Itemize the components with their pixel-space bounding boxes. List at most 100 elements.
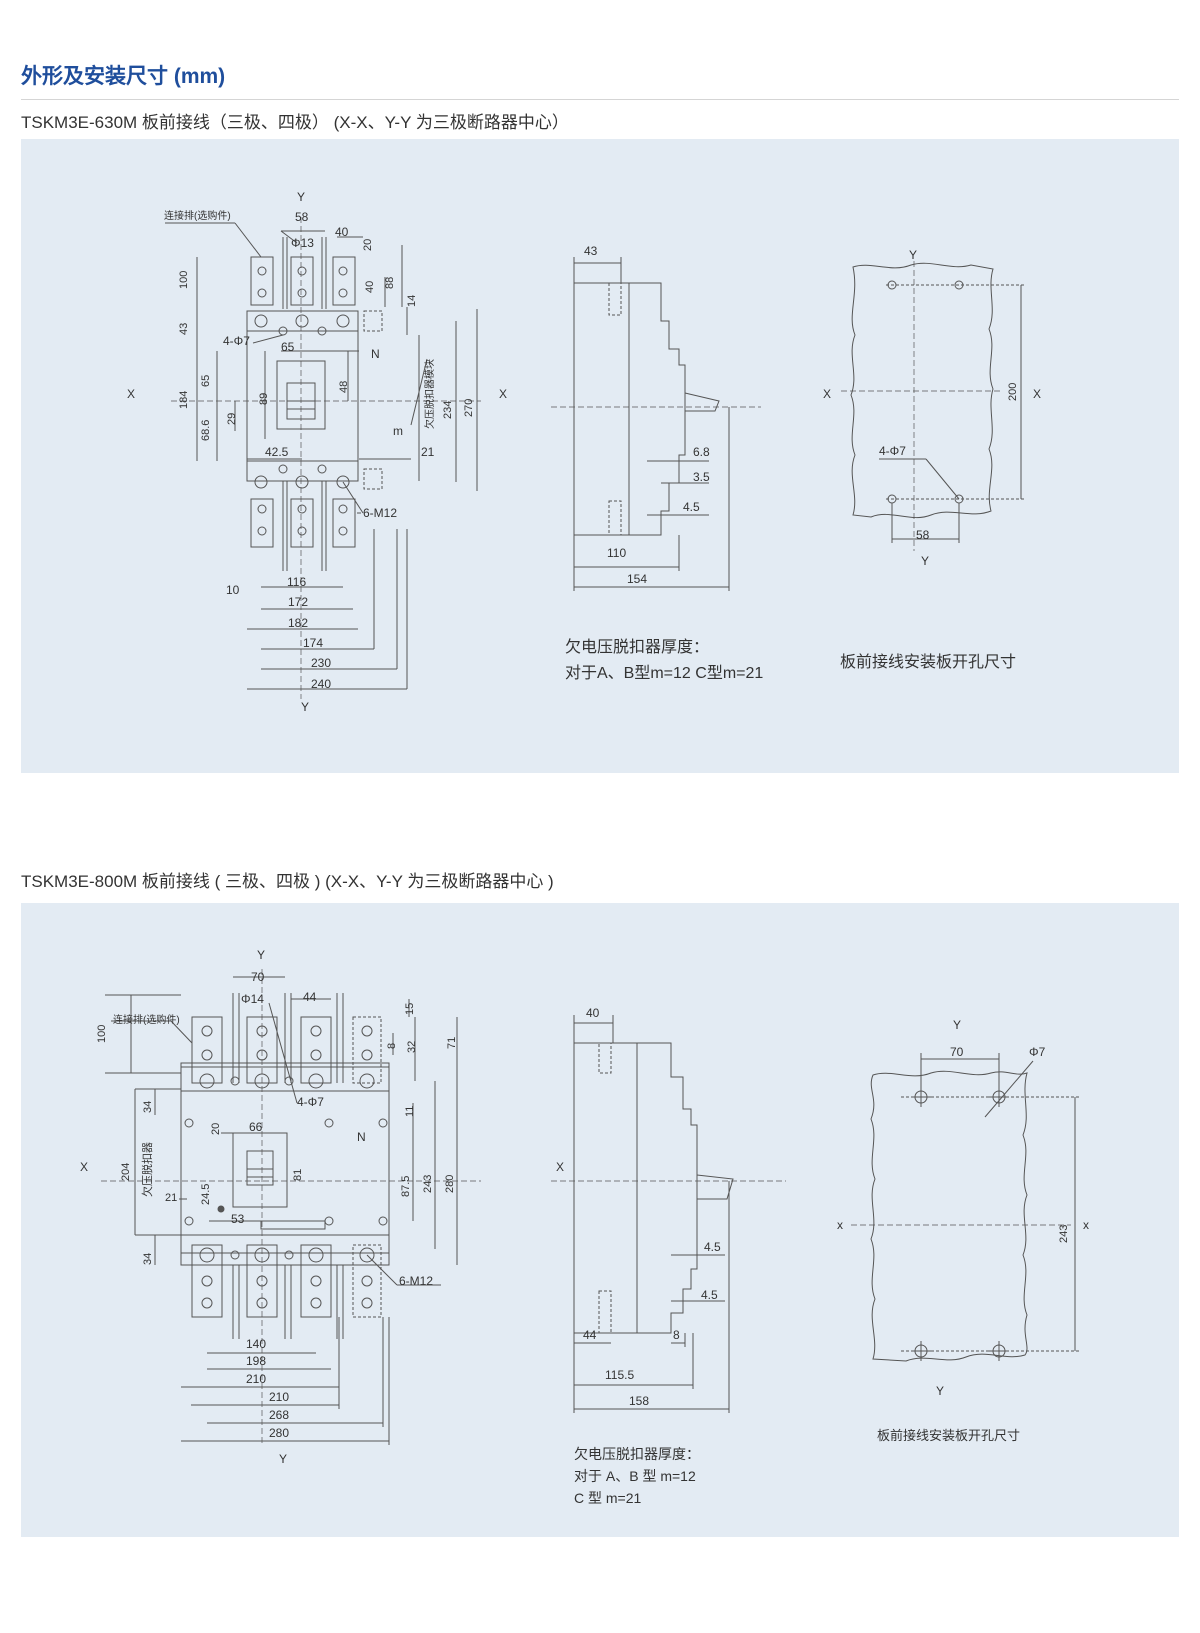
uv-label-800: 欠压脱扣器 xyxy=(140,1142,154,1197)
drawing-630: Y Y X X 连接排(选购件) N m 4-Φ7 6-M12 Φ13 58 4… xyxy=(127,190,1041,714)
handle-window-800 xyxy=(232,1132,288,1208)
screws-6-m12-label-800: 6-M12 xyxy=(399,1274,433,1288)
dim-100-800: 100 xyxy=(96,1025,108,1043)
dim-44: 44 xyxy=(303,990,317,1004)
holes-4-phi7-label-800: 4-Φ7 xyxy=(297,1095,324,1109)
dim-240: 240 xyxy=(311,677,331,691)
mount-axis-x-right-800: x xyxy=(1083,1218,1089,1232)
dim-32: 32 xyxy=(406,1041,418,1053)
dim-116: 116 xyxy=(287,575,306,589)
dim-174: 174 xyxy=(303,636,323,650)
side-dim-40: 40 xyxy=(586,1006,600,1020)
holes-4-phi7-label: 4-Φ7 xyxy=(223,334,250,348)
section-630-title: TSKM3E-630M 板前接线（三极、四极） (X-X、Y-Y 为三极断路器中… xyxy=(21,113,569,132)
dim-71: 71 xyxy=(446,1037,458,1049)
dim-268: 268 xyxy=(269,1408,289,1422)
mount-axis-y-bottom-800: Y xyxy=(936,1384,944,1398)
dim-34-bottom: 34 xyxy=(142,1253,154,1265)
page-title: 外形及安装尺寸 (mm) xyxy=(21,65,226,88)
dim-15: 15 xyxy=(404,1003,416,1015)
dim-42-5: 42.5 xyxy=(265,445,289,459)
dim-210-b: 210 xyxy=(269,1390,289,1404)
dim-66: 66 xyxy=(249,1120,263,1134)
dim-40-top: 40 xyxy=(335,225,349,239)
neutral-label: N xyxy=(371,347,380,361)
side-dim-4-5-a: 4.5 xyxy=(704,1240,721,1254)
mount-plate-outline-800 xyxy=(870,1070,1028,1362)
dim-280-vertical: 280 xyxy=(444,1175,456,1193)
screws-6-m12-label: 6-M12 xyxy=(363,506,397,520)
side-dim-4-5: 4.5 xyxy=(683,500,700,514)
mount-axis-y-top: Y xyxy=(909,248,917,262)
side-dim-44: 44 xyxy=(583,1328,597,1342)
dim-29: 29 xyxy=(226,413,238,425)
axis-x-left-label-800: X xyxy=(80,1160,88,1174)
drawing-panel-800: Y Y X X 连接排(选购件) N Φ14 4-Φ7 6-M12 70 44 … xyxy=(21,903,1179,1537)
side-dim-43: 43 xyxy=(584,244,598,258)
breaker-body-front-800 xyxy=(180,1066,390,1254)
note-line-1-800: 欠电压脱扣器厚度： xyxy=(574,1446,700,1462)
mount-dim-58: 58 xyxy=(916,528,930,542)
dim-140: 140 xyxy=(246,1337,266,1351)
dim-53: 53 xyxy=(231,1212,245,1226)
mount-axis-x-left: X xyxy=(823,387,831,401)
dim-20: 20 xyxy=(362,239,374,251)
neutral-label-800: N xyxy=(357,1130,366,1144)
dim-243-front: 243 xyxy=(422,1175,434,1193)
axis-y-bottom-label: Y xyxy=(301,700,309,714)
mount-dim-243: 243 xyxy=(1058,1225,1070,1243)
dim-184: 184 xyxy=(178,391,190,409)
busbar-label: 连接排(选购件) xyxy=(164,209,231,222)
side-dim-158: 158 xyxy=(629,1394,649,1408)
dim-65-vertical: 65 xyxy=(200,375,212,387)
dim-65-horizontal: 65 xyxy=(281,340,295,354)
dim-172: 172 xyxy=(288,595,308,609)
dim-21: 21 xyxy=(421,445,435,459)
side-dim-154: 154 xyxy=(627,572,647,586)
dim-70: 70 xyxy=(251,970,265,984)
side-dim-6-8: 6.8 xyxy=(693,445,710,459)
title-divider xyxy=(21,99,1179,100)
dim-88: 88 xyxy=(384,277,396,289)
mount-plate-outline xyxy=(850,262,994,519)
phi13-label: Φ13 xyxy=(291,236,314,250)
dim-234: 234 xyxy=(442,401,454,419)
dim-24-5: 24.5 xyxy=(200,1184,212,1205)
axis-y-top-label-800: Y xyxy=(257,948,265,962)
dim-8-800: 8 xyxy=(386,1043,398,1049)
dim-43: 43 xyxy=(178,323,190,335)
mount-axis-y-bottom: Y xyxy=(921,554,929,568)
phi14-label: Φ14 xyxy=(241,992,264,1006)
dim-11: 11 xyxy=(404,1106,416,1117)
side-dim-4-5-b: 4.5 xyxy=(701,1288,718,1302)
side-body-main-800 xyxy=(573,1042,638,1334)
note-line-1: 欠电压脱扣器厚度： xyxy=(565,639,710,656)
note-line-2-800: 对于 A、B 型 m=12 xyxy=(574,1468,696,1484)
side-dim-115-5: 115.5 xyxy=(605,1368,634,1382)
side-body-main xyxy=(573,282,630,536)
mount-axis-x-right: X xyxy=(1033,387,1041,401)
dim-21-800: 21 xyxy=(165,1192,177,1204)
m-label: m xyxy=(393,424,403,438)
dim-10: 10 xyxy=(226,583,240,597)
dim-81: 81 xyxy=(292,1169,304,1181)
uv-thickness-note-800: 欠电压脱扣器厚度： 对于 A、B 型 m=12 C 型 m=21 xyxy=(574,1443,700,1509)
drawing-panel-630: Y Y X X 连接排(选购件) N m 4-Φ7 6-M12 Φ13 58 4… xyxy=(21,139,1179,773)
dim-230: 230 xyxy=(311,656,331,670)
dim-14: 14 xyxy=(406,295,418,307)
drawing-800: Y Y X X 连接排(选购件) N Φ14 4-Φ7 6-M12 70 44 … xyxy=(80,948,1089,1466)
mount-dim-70: 70 xyxy=(950,1045,964,1059)
mount-phi7-label: Φ7 xyxy=(1029,1045,1046,1059)
note-line-2: 对于A、B型m=12 C型m=21 xyxy=(565,665,764,682)
dim-204: 204 xyxy=(120,1163,132,1181)
mount-caption-800: 板前接线安装板开孔尺寸 xyxy=(877,1428,1021,1443)
axis-y-top-label: Y xyxy=(297,190,305,204)
uv-module-label: 欠压脱扣器模块 xyxy=(423,359,436,429)
mount-dim-200: 200 xyxy=(1007,383,1019,401)
dim-34-top: 34 xyxy=(142,1101,154,1113)
dim-40-vertical: 40 xyxy=(364,281,376,293)
dim-89: 89 xyxy=(258,393,270,405)
dim-48: 48 xyxy=(338,381,350,393)
side-dim-110: 110 xyxy=(607,546,626,560)
mount-axis-y-top-800: Y xyxy=(953,1018,961,1032)
